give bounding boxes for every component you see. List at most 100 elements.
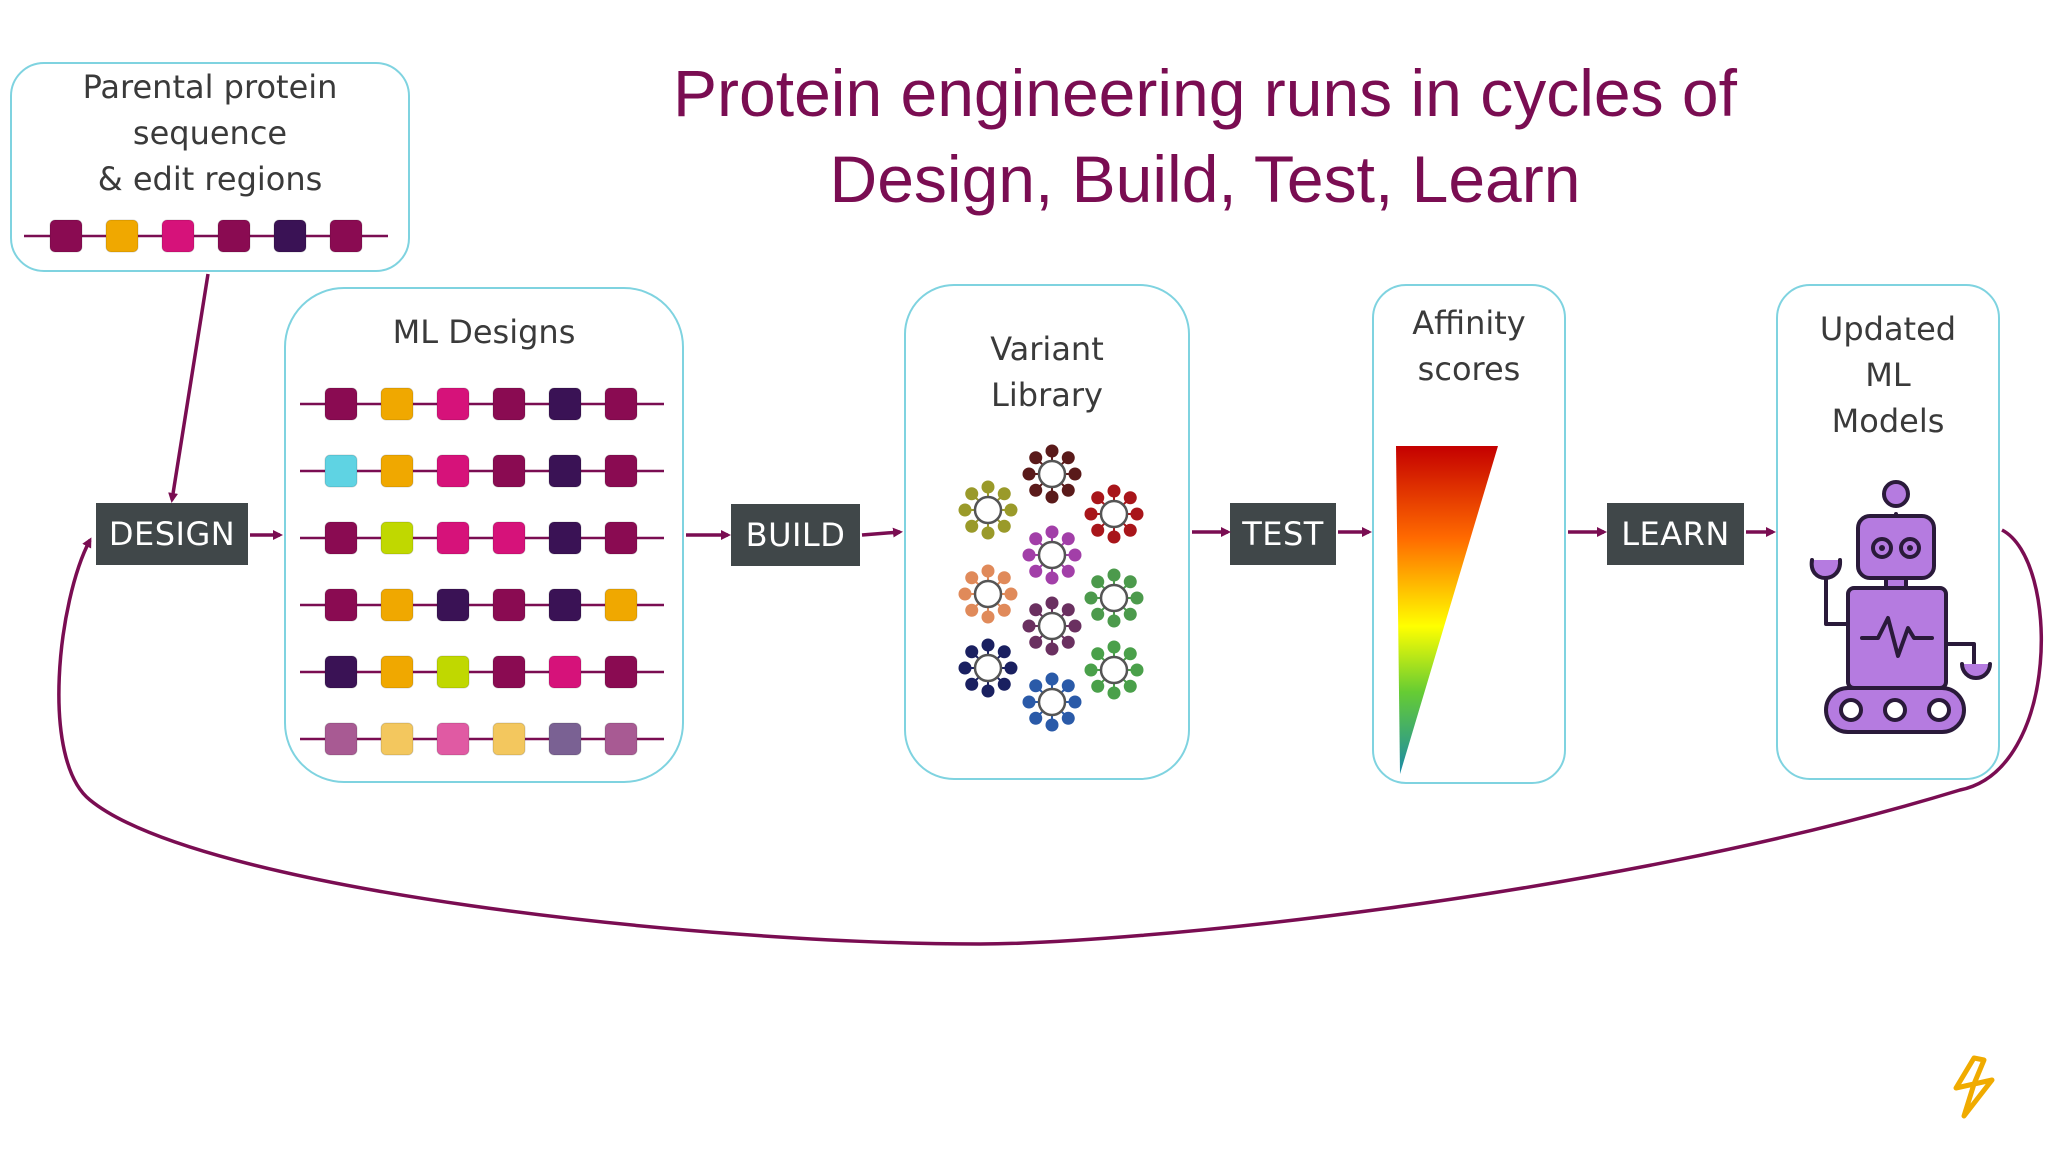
sequence-residue-block <box>324 588 358 622</box>
virus-spike-tip <box>1068 619 1082 633</box>
sequence-residue-block <box>380 722 414 756</box>
sequence-residue-block <box>273 219 307 253</box>
virus-spike-tip <box>965 487 979 501</box>
virus-spike-tip <box>981 684 995 698</box>
affinity-gradient-wedge <box>1396 446 1498 774</box>
virus-spike-tip <box>1022 619 1036 633</box>
sequence-residue-block <box>161 219 195 253</box>
virus-spike-tip <box>1068 548 1082 562</box>
virus-spike-tip <box>1107 530 1121 544</box>
sequence-residue-block <box>380 387 414 421</box>
virus-spike-tip <box>1068 467 1082 481</box>
sequence-residue-block <box>324 655 358 689</box>
virus-spike-tip <box>1045 642 1059 656</box>
virus-spike-tip <box>981 480 995 494</box>
virus-capsid <box>973 495 1003 525</box>
ml-design-row <box>300 387 664 421</box>
virus-spike-tip <box>1029 679 1043 693</box>
ml-design-row <box>300 588 664 622</box>
virus-spike-tip <box>981 526 995 540</box>
virus-spike-tip <box>981 610 995 624</box>
ml-design-row <box>300 454 664 488</box>
virus-spike-tip <box>1123 491 1137 505</box>
virus-spike-tip <box>1068 695 1082 709</box>
virus-spike-tip <box>1045 718 1059 732</box>
sequence-residue-block <box>604 655 638 689</box>
sequence-residue-block <box>436 588 470 622</box>
virus-spike-tip <box>1091 647 1105 661</box>
virus-spike-tip <box>958 661 972 675</box>
sequence-residue-block <box>548 454 582 488</box>
virus-spike-tip <box>1029 635 1043 649</box>
virus-spike-tip <box>1022 467 1036 481</box>
sequence-residue-block <box>492 722 526 756</box>
virus-spike-tip <box>1084 507 1098 521</box>
virus-spike-tip <box>1022 695 1036 709</box>
virus-particle-icon <box>1022 525 1082 585</box>
virus-spike-tip <box>997 487 1011 501</box>
virus-spike-tip <box>1130 591 1144 605</box>
virus-capsid <box>973 579 1003 609</box>
sequence-residue-block <box>324 454 358 488</box>
title-line-1: Protein engineering runs in cycles of <box>673 56 1737 130</box>
virus-particle-icon <box>1084 484 1144 544</box>
virus-spike-tip <box>1061 635 1075 649</box>
virus-spike-tip <box>997 519 1011 533</box>
ml-designs-label: ML Designs <box>392 313 576 351</box>
design-step: DESIGN <box>96 503 248 565</box>
virus-spike-tip <box>965 677 979 691</box>
virus-spike-tip <box>1130 663 1144 677</box>
virus-spike-tip <box>1091 523 1105 537</box>
ml-design-row <box>300 655 664 689</box>
virus-spike-tip <box>981 564 995 578</box>
virus-spike-tip <box>1107 614 1121 628</box>
sequence-residue-block <box>380 588 414 622</box>
virus-spike-tip <box>1107 568 1121 582</box>
virus-capsid <box>973 653 1003 683</box>
virus-spike-tip <box>965 519 979 533</box>
virus-particle-icon <box>958 480 1018 540</box>
virus-capsid <box>1099 655 1129 685</box>
virus-spike-tip <box>1084 591 1098 605</box>
sequence-residue-block <box>436 722 470 756</box>
feedback-loop-arrow <box>57 528 2043 946</box>
virus-particle-icon <box>1022 672 1082 732</box>
virus-capsid <box>1099 583 1129 613</box>
sequence-residue-block <box>105 219 139 253</box>
virus-spike-tip <box>1004 503 1018 517</box>
variant-library-particles <box>958 444 1144 732</box>
sequence-residue-block <box>217 219 251 253</box>
sequence-residue-block <box>604 722 638 756</box>
virus-spike-tip <box>1091 491 1105 505</box>
sequence-residue-block <box>492 521 526 555</box>
sequence-residue-block <box>604 454 638 488</box>
virus-capsid <box>1037 540 1067 570</box>
robot-icon <box>1809 480 1992 734</box>
virus-spike-tip <box>1130 507 1144 521</box>
sequence-residue-block <box>380 655 414 689</box>
sequence-residue-block <box>492 588 526 622</box>
sequence-residue-block <box>436 454 470 488</box>
virus-spike-tip <box>958 587 972 601</box>
build-step: BUILD <box>731 504 860 566</box>
virus-particle-icon <box>1084 640 1144 700</box>
company-logo-icon <box>1953 1055 1995 1119</box>
virus-spike-tip <box>981 638 995 652</box>
parental-sequence-label: Parental protein sequence & edit regions <box>82 68 338 198</box>
sequence-residue-block <box>329 219 363 253</box>
virus-spike-tip <box>1029 451 1043 465</box>
build-to-library-arrow <box>861 527 903 538</box>
virus-capsid <box>1099 499 1129 529</box>
ml-design-sequences <box>300 387 664 756</box>
virus-spike-tip <box>1091 607 1105 621</box>
updated-ml-models-label: Updated ML Models <box>1819 310 1957 440</box>
sequence-residue-block <box>324 521 358 555</box>
virus-spike-tip <box>1004 587 1018 601</box>
ml-design-row <box>300 722 664 756</box>
virus-capsid <box>1037 611 1067 641</box>
virus-spike-tip <box>1091 575 1105 589</box>
parental-sequence-strand <box>24 219 388 253</box>
sequence-residue-block <box>492 454 526 488</box>
ml-design-row <box>300 521 664 555</box>
